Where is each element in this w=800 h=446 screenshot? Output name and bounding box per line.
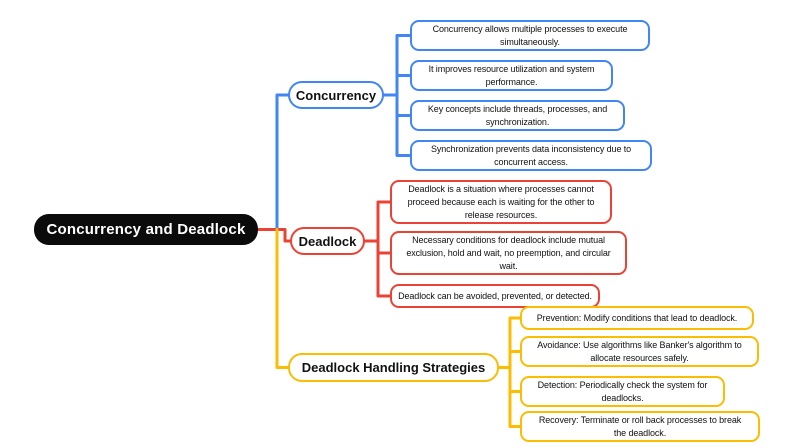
leaf-handling-2[interactable]: Avoidance: Use algorithms like Banker's … — [520, 336, 759, 367]
connector-deadlock-children — [362, 200, 393, 298]
leaf-concurrency-1[interactable]: Concurrency allows multiple processes to… — [410, 20, 650, 51]
connector-concurrency-children — [382, 34, 413, 157]
branch-deadlock[interactable]: Deadlock — [290, 227, 365, 255]
leaf-handling-1[interactable]: Prevention: Modify conditions that lead … — [520, 306, 754, 330]
branch-concurrency[interactable]: Concurrency — [288, 81, 384, 109]
connector-root-concurrency — [275, 93, 291, 231]
leaf-concurrency-3[interactable]: Key concepts include threads, processes,… — [410, 100, 625, 131]
connector-root-handling — [275, 228, 291, 369]
leaf-deadlock-3[interactable]: Deadlock can be avoided, prevented, or d… — [390, 284, 600, 308]
branch-deadlock-handling[interactable]: Deadlock Handling Strategies — [288, 353, 499, 382]
leaf-deadlock-2[interactable]: Necessary conditions for deadlock includ… — [390, 231, 627, 275]
root-node[interactable]: Concurrency and Deadlock — [34, 214, 258, 245]
connector-root-deadlock — [254, 228, 293, 243]
leaf-deadlock-1[interactable]: Deadlock is a situation where processes … — [390, 180, 612, 224]
connector-handling-children — [496, 316, 523, 428]
leaf-concurrency-2[interactable]: It improves resource utilization and sys… — [410, 60, 613, 91]
leaf-handling-3[interactable]: Detection: Periodically check the system… — [520, 376, 725, 407]
leaf-concurrency-4[interactable]: Synchronization prevents data inconsiste… — [410, 140, 652, 171]
leaf-handling-4[interactable]: Recovery: Terminate or roll back process… — [520, 411, 760, 442]
